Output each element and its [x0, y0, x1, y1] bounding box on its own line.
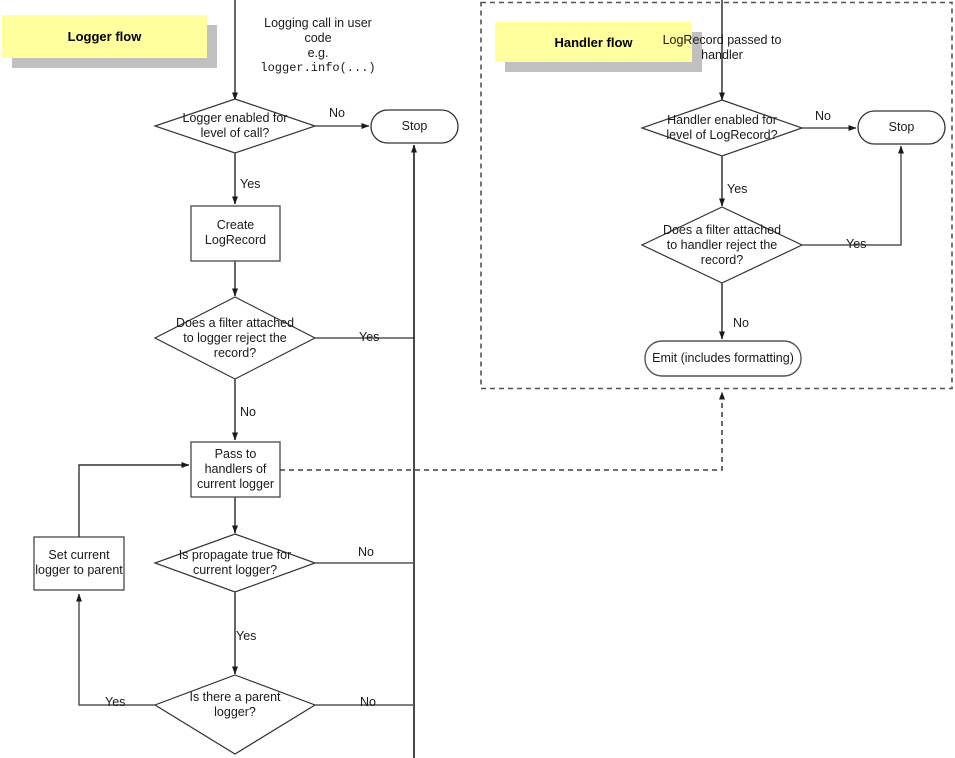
node-logger-stop [370, 109, 459, 144]
edge-parent-logger-yes [76, 593, 155, 706]
edge-label-logger-filter-yes: Yes [359, 330, 380, 344]
handler-flow-banner-face: Handler flow [495, 22, 692, 62]
node-parent-logger [153, 674, 317, 755]
node-propagate [153, 533, 317, 593]
handler-flow-banner-label: Handler flow [554, 34, 633, 50]
edge-label-handler-enabled-yes: Yes [727, 182, 748, 196]
edge-pass-to-handler-flow [280, 391, 725, 471]
logger-flow-banner-label: Logger flow [67, 29, 142, 44]
handler-flow-container [480, 1, 953, 390]
edge-label-logger-filter-no: No [240, 405, 256, 419]
logger-flow-banner: Logger flow [2, 15, 217, 68]
node-logger-filter [153, 296, 317, 380]
node-logger-enabled [153, 98, 317, 154]
node-pass-to-handlers [190, 441, 281, 498]
edge-set-parent-to-pass [78, 462, 190, 537]
node-handler-enabled [640, 99, 804, 157]
node-set-parent [33, 536, 125, 591]
node-handler-stop [857, 110, 946, 145]
edge-label-propagate-no: No [358, 545, 374, 559]
edge-label-handler-filter-yes: Yes [846, 237, 867, 251]
edge-label-logger-enabled-yes: Yes [240, 177, 261, 191]
node-handler-filter [640, 206, 804, 284]
edge-label-logger-enabled-no: No [329, 106, 345, 120]
handler-flow-banner: Handler flow [495, 22, 702, 72]
edge-label-handler-filter-no: No [733, 316, 749, 330]
edge-label-parent-logger-yes: Yes [105, 695, 126, 709]
node-emit [644, 340, 802, 377]
edge-handler-filter-yes [802, 145, 904, 246]
node-create-logrecord [190, 205, 281, 262]
edge-label-propagate-yes: Yes [236, 629, 257, 643]
edge-label-handler-enabled-no: No [815, 109, 831, 123]
logger-flow-banner-face: Logger flow [2, 15, 207, 58]
edge-label-parent-logger-no: No [360, 695, 376, 709]
